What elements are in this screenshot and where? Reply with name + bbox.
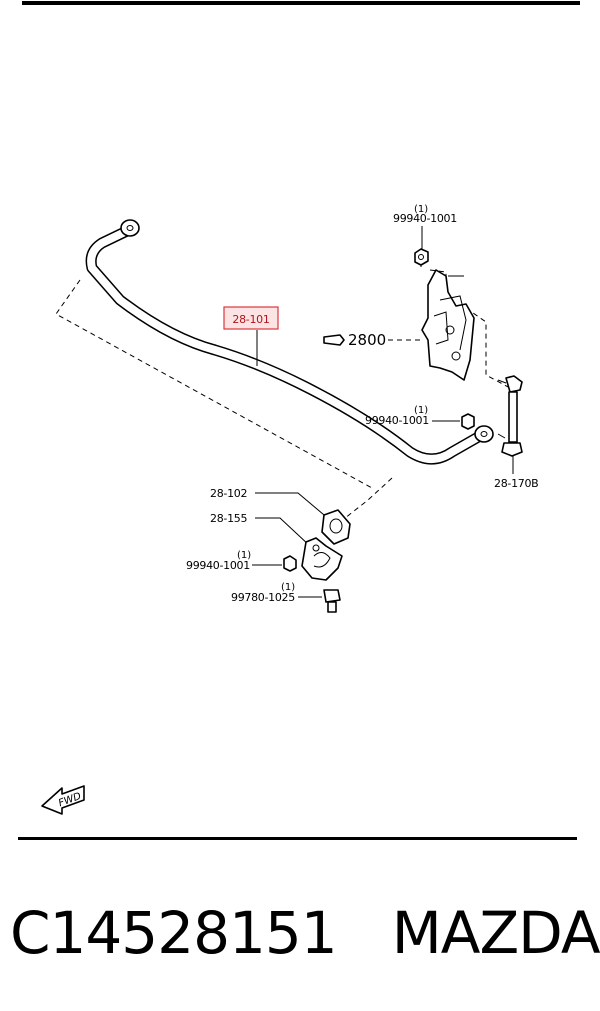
bushing-label: 28-102	[210, 487, 247, 500]
bolt-callout[interactable]: (1) 99780-1025	[231, 582, 341, 613]
svg-text:(1): (1)	[414, 204, 428, 215]
stabilizer-bar-label: 28-101	[232, 313, 269, 326]
nut-bracket-callout[interactable]: (1) 99940-1001	[186, 550, 297, 572]
nut-bracket-label: 99940-1001	[186, 559, 250, 572]
link-label: 28-170B	[494, 477, 538, 490]
bolt-label: 99780-1025	[231, 591, 295, 604]
svg-text:(1): (1)	[414, 405, 428, 416]
nut-top-callout[interactable]: (1) 99940-1001	[393, 204, 457, 266]
footer-divider	[18, 837, 577, 840]
knuckle-ref-label: 2800	[348, 331, 386, 349]
top-border	[22, 1, 580, 5]
bushing-callout[interactable]: 28-102	[210, 487, 351, 545]
knuckle-reference[interactable]: 2800	[323, 331, 386, 349]
nut-mid-callout[interactable]: (1) 99940-1001	[365, 405, 475, 430]
nut-mid-label: 99940-1001	[365, 414, 429, 427]
stabilizer-link[interactable]: 28-170B	[494, 375, 539, 490]
part-number: C14528151	[10, 899, 338, 967]
bracket-callout[interactable]: 28-155	[210, 512, 343, 581]
knuckle-assembly	[421, 269, 475, 381]
bracket-label: 28-155	[210, 512, 247, 525]
stabilizer-bar-callout[interactable]: 28-101	[223, 306, 279, 366]
nut-top-label: 99940-1001	[393, 212, 457, 225]
forward-arrow-icon: FWD	[41, 785, 85, 815]
svg-text:(1): (1)	[237, 550, 251, 561]
svg-text:(1): (1)	[281, 582, 295, 593]
stabilizer-bar	[85, 219, 494, 465]
part-title: C14528151 MAZDA	[10, 888, 600, 978]
brand-name: MAZDA	[391, 899, 600, 967]
